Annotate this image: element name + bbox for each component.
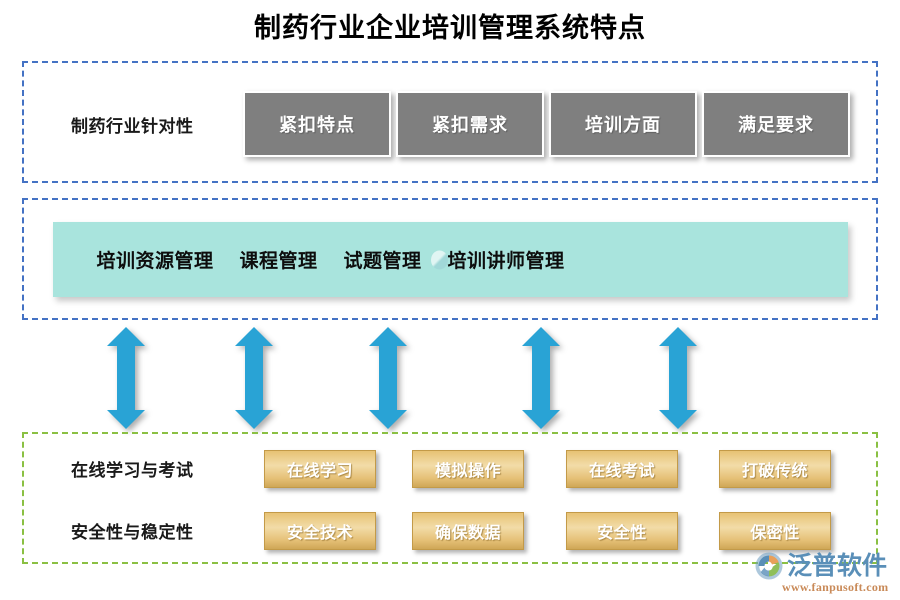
online-learning-row-label: 在线学习与考试 — [71, 461, 194, 481]
double-headed-vertical-arrow-icon — [235, 327, 273, 429]
online-learning-box-4[interactable]: 打破传统 — [719, 450, 831, 488]
logo-name: 泛普软件 — [787, 551, 888, 580]
security-row-label: 安全性与稳定性 — [71, 523, 194, 543]
brand-logo: 泛普软件 www.fanpusoft.com — [754, 551, 894, 595]
security-box-4[interactable]: 保密性 — [719, 512, 831, 550]
industry-box-1[interactable]: 紧扣特点 — [243, 91, 391, 157]
online-learning-box-3[interactable]: 在线考试 — [566, 450, 678, 488]
security-box-3[interactable]: 安全性 — [566, 512, 678, 550]
section-industry-targeting — [22, 61, 878, 183]
logo-row: 泛普软件 — [754, 551, 894, 581]
fanpu-swoosh-logo-icon — [755, 552, 783, 580]
resource-item-3[interactable]: 试题管理 — [343, 250, 422, 272]
logo-url: www.fanpusoft.com — [782, 580, 889, 594]
industry-row-label: 制药行业针对性 — [71, 117, 194, 137]
double-headed-vertical-arrow-icon — [659, 327, 697, 429]
section-features — [22, 432, 878, 564]
double-headed-vertical-arrow-icon — [522, 327, 560, 429]
section-resource-management — [22, 198, 878, 320]
security-box-2[interactable]: 确保数据 — [412, 512, 524, 550]
page-title: 制药行业企业培训管理系统特点 — [254, 13, 646, 44]
industry-box-3[interactable]: 培训方面 — [549, 91, 697, 157]
online-learning-box-2[interactable]: 模拟操作 — [412, 450, 524, 488]
double-headed-vertical-arrow-icon — [369, 327, 407, 429]
resource-item-4[interactable]: 培训讲师管理 — [448, 246, 565, 273]
resource-management-band: 培训资源管理 课程管理 试题管理 培训讲师管理 — [53, 222, 848, 297]
resource-item-2[interactable]: 课程管理 — [239, 250, 318, 272]
industry-box-2[interactable]: 紧扣需求 — [396, 91, 544, 157]
resource-item-1[interactable]: 培训资源管理 — [96, 250, 214, 272]
online-learning-box-1[interactable]: 在线学习 — [264, 450, 376, 488]
security-box-1[interactable]: 安全技术 — [264, 512, 376, 550]
industry-box-4[interactable]: 满足要求 — [702, 91, 850, 157]
double-headed-vertical-arrow-icon — [107, 327, 145, 429]
resource-management-items: 培训资源管理 课程管理 试题管理 培训讲师管理 — [96, 246, 564, 273]
